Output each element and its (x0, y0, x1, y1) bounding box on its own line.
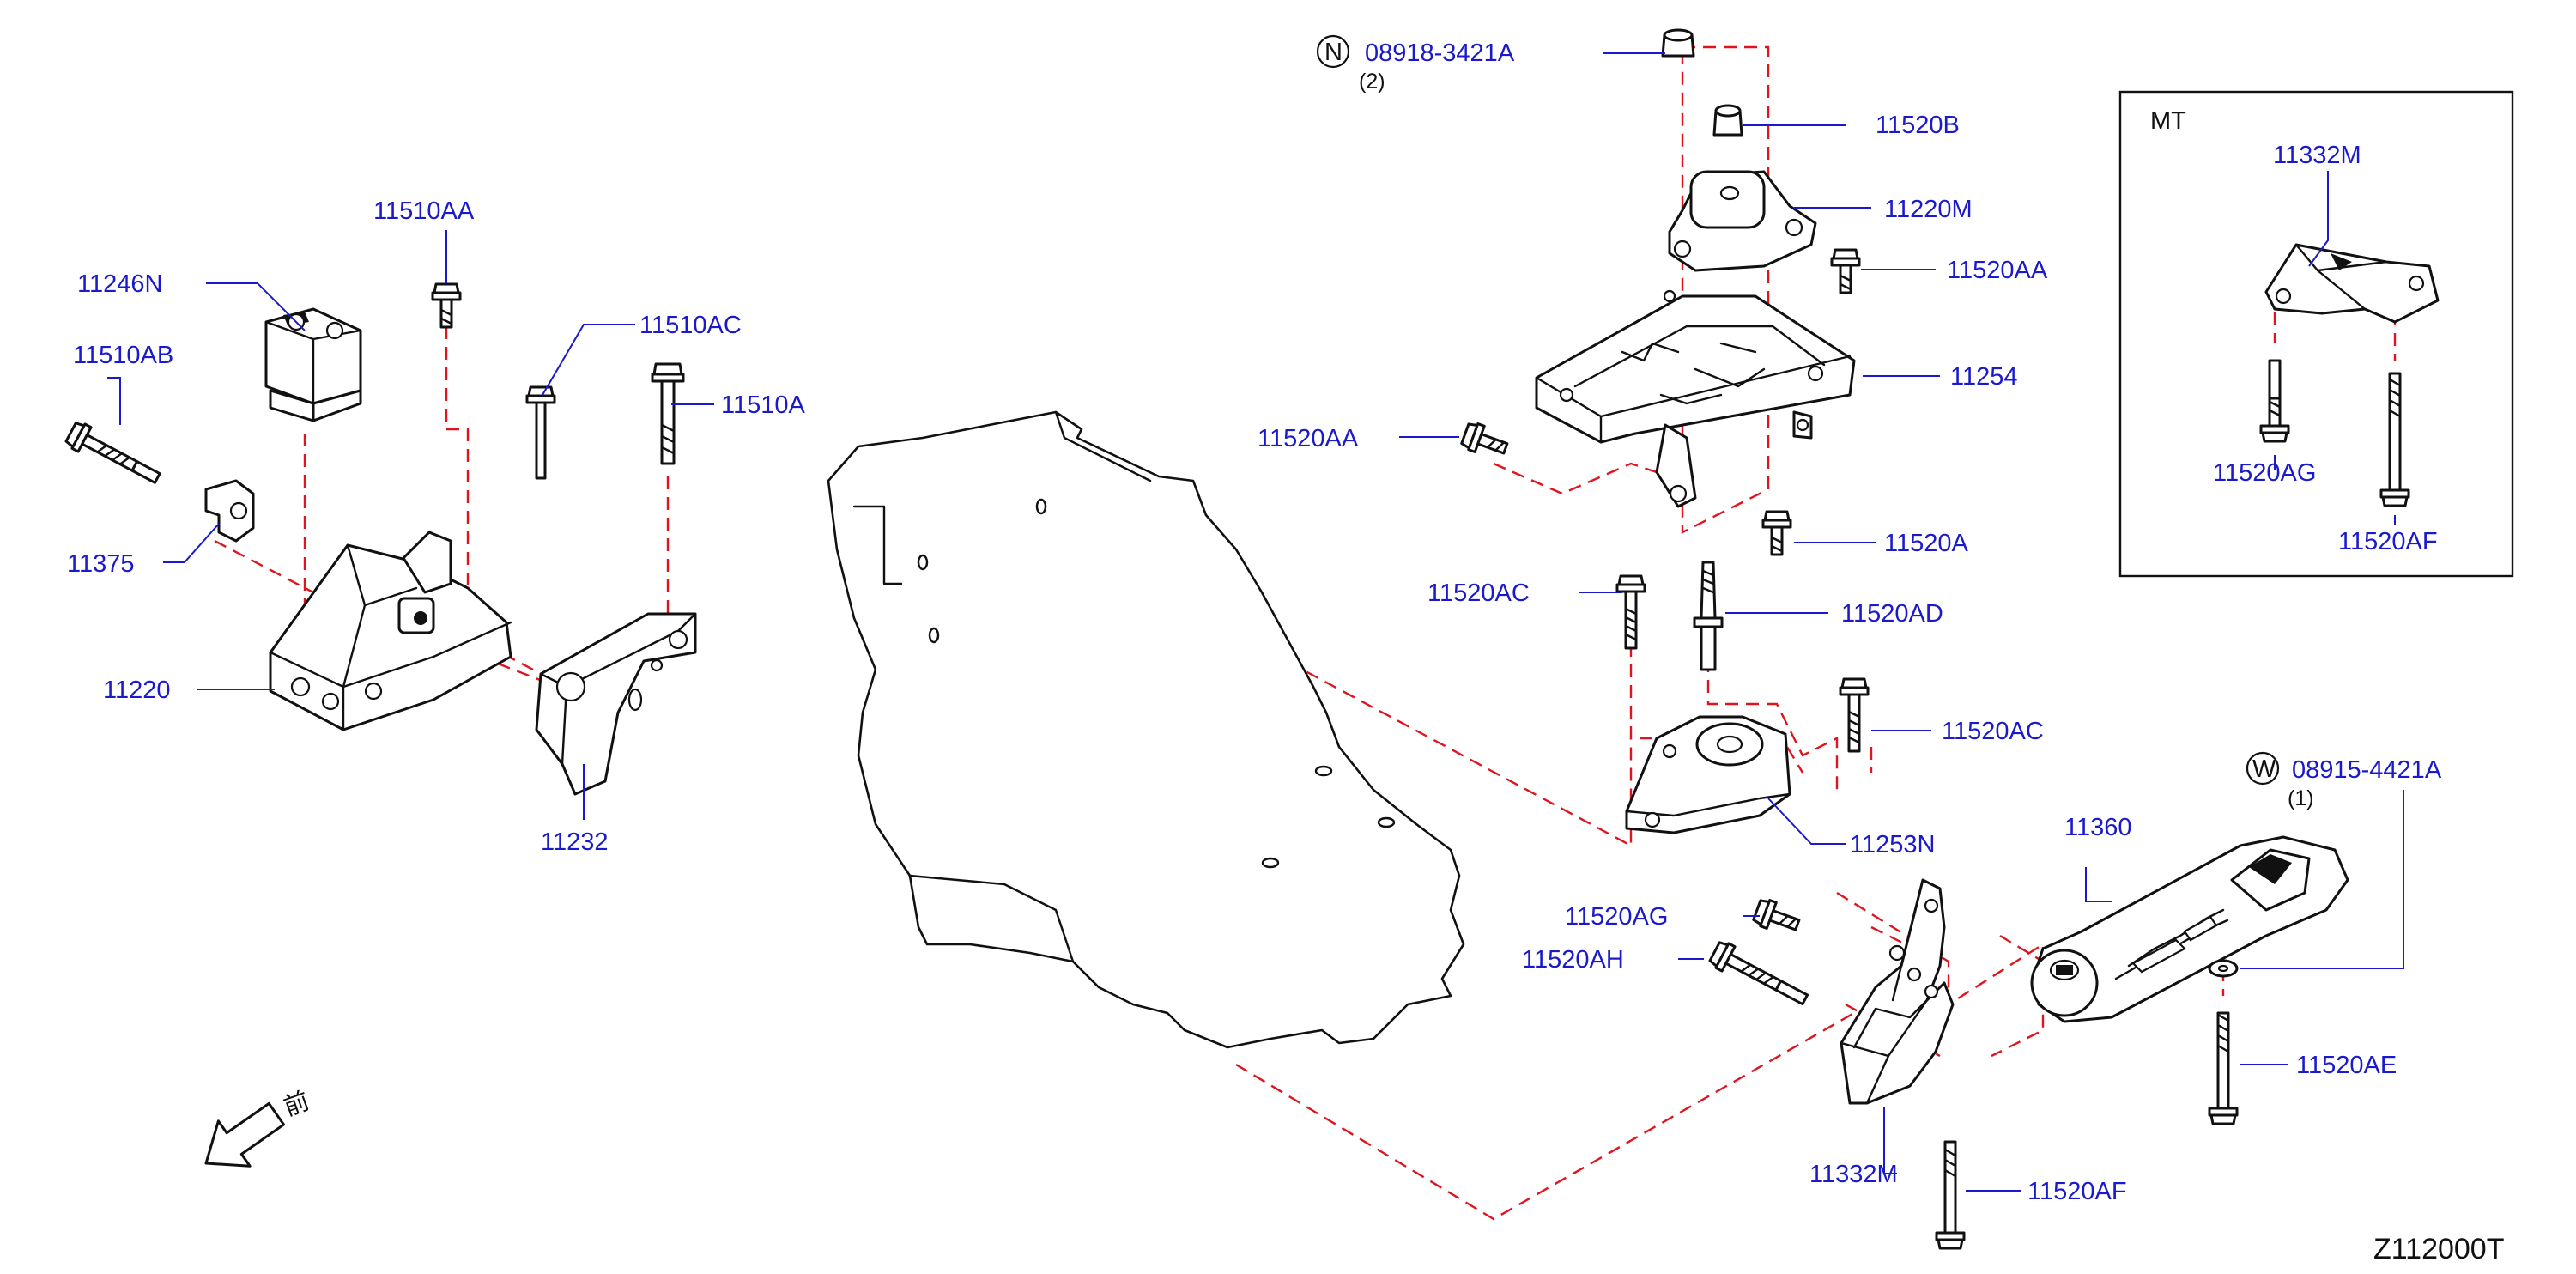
bolt-11520AE[interactable] (2208, 1011, 2239, 1125)
label-11253N[interactable]: 11253N (1850, 831, 1935, 858)
symbol-n-circle (1316, 34, 1350, 69)
label-11375[interactable]: 11375 (67, 550, 135, 578)
label-11520AE[interactable]: 11520AE (2296, 1052, 2397, 1079)
diagram-code: Z112000T (2373, 1233, 2504, 1265)
bolt-11510AB[interactable] (63, 418, 164, 490)
label-11520AA-top[interactable]: 11520AA (1947, 257, 2048, 284)
part-labels: 11510AA 11246N 11510AB 11510AC 11510A 11… (67, 34, 2442, 1205)
bolt-11520AC-left[interactable] (1615, 574, 1646, 650)
bracket-11332M-mt[interactable] (2264, 243, 2440, 324)
bracket-11332M[interactable] (1840, 878, 1955, 1105)
label-08915-4421A[interactable]: 08915-4421A (2292, 756, 2442, 784)
bolt-11510AC[interactable] (525, 385, 556, 480)
bolt-11520AG-main[interactable] (1750, 895, 1803, 939)
bolt-11520A[interactable] (1761, 510, 1792, 556)
label-08918-qty: (2) (1359, 70, 1385, 94)
label-11220M[interactable]: 11220M (1884, 196, 1973, 223)
bolt-11520AC-right[interactable] (1839, 677, 1870, 753)
assembly-lines (214, 46, 2397, 1221)
insulator-11246N[interactable] (264, 307, 362, 422)
label-11520AG-main[interactable]: 11520AG (1565, 903, 1668, 931)
torque-rod-11360[interactable] (2030, 835, 2349, 1023)
label-11520AA-left[interactable]: 11520AA (1258, 425, 1359, 452)
collar-11520B[interactable] (1712, 104, 1743, 136)
bolt-11520AH[interactable] (1706, 937, 1811, 1011)
label-11360[interactable]: 11360 (2064, 814, 2132, 841)
nut-08918-3421A[interactable] (1661, 28, 1695, 58)
label-11332M-mt[interactable]: 11332M (2273, 142, 2361, 169)
bolt-11510AA[interactable] (431, 282, 462, 329)
label-11510AC[interactable]: 11510AC (639, 312, 742, 339)
mt-variant-box: MT (2118, 90, 2514, 578)
stud-11520AD[interactable] (1693, 561, 1724, 671)
symbol-w-circle (2246, 751, 2280, 786)
label-11520B[interactable]: 11520B (1876, 112, 1960, 139)
label-11220[interactable]: 11220 (103, 676, 171, 704)
bolt-11520AA-top[interactable] (1830, 248, 1861, 294)
label-11510AB[interactable]: 11510AB (73, 342, 173, 369)
label-08918-3421A[interactable]: 08918-3421A (1365, 39, 1515, 67)
label-11520AH[interactable]: 11520AH (1522, 946, 1624, 974)
label-11332M-main[interactable]: 11332M (1809, 1161, 1898, 1188)
label-08915-qty: (1) (2288, 786, 2314, 810)
label-11520A[interactable]: 11520A (1884, 530, 1968, 557)
bolt-11520AA-left[interactable] (1458, 419, 1512, 463)
bracket-11253N[interactable] (1625, 715, 1791, 834)
label-08915-symbol: W (2252, 755, 2276, 783)
front-arrow-icon (204, 1101, 286, 1168)
label-11520AD[interactable]: 11520AD (1841, 600, 1943, 628)
label-11510AA[interactable]: 11510AA (373, 197, 475, 225)
leader-lines (107, 52, 2404, 1192)
label-11232[interactable]: 11232 (541, 828, 609, 856)
label-11520AG-mt[interactable]: 11520AG (2213, 459, 2316, 487)
mount-11220[interactable] (269, 531, 512, 731)
mt-box-title: MT (2150, 107, 2186, 135)
bolt-11520AG-mt[interactable] (2259, 359, 2290, 443)
label-11520AC-right[interactable]: 11520AC (1942, 718, 2044, 745)
label-11510A[interactable]: 11510A (721, 391, 805, 419)
bolt-11520AF-main[interactable] (1935, 1140, 1966, 1250)
bolt-11520AF-mt[interactable] (2379, 372, 2410, 507)
bolt-11510A[interactable] (651, 362, 685, 465)
bracket-11232[interactable] (535, 612, 697, 796)
engine-block (827, 410, 1465, 1049)
label-11520AF-mt[interactable]: 11520AF (2338, 528, 2438, 555)
label-11520AF-main[interactable]: 11520AF (2027, 1178, 2127, 1205)
label-08918-symbol: N (1324, 39, 1343, 66)
label-11254[interactable]: 11254 (1950, 363, 2018, 391)
label-11520AC-left[interactable]: 11520AC (1427, 579, 1530, 607)
label-11246N[interactable]: 11246N (77, 270, 162, 298)
mount-11220M[interactable] (1668, 170, 1817, 272)
front-direction-marker: 前 (204, 1087, 313, 1168)
bracket-11254[interactable] (1535, 289, 1856, 508)
washer-08915-4421A[interactable] (2208, 959, 2239, 978)
front-char: 前 (280, 1087, 313, 1122)
clip-11375[interactable] (204, 479, 255, 543)
